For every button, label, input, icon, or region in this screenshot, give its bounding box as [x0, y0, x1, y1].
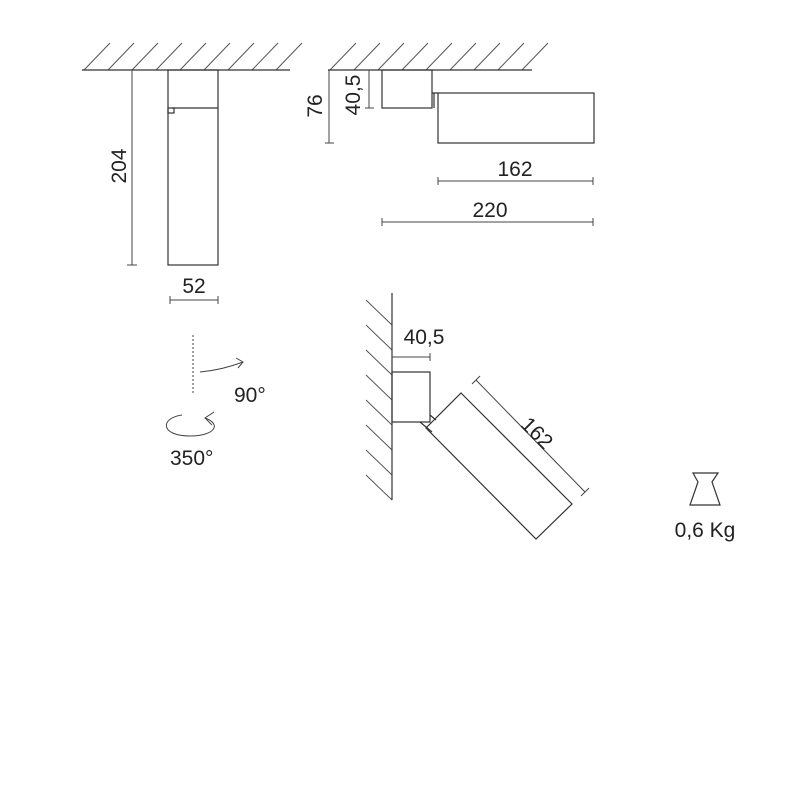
weight-info: 0,6 Kg	[675, 472, 736, 542]
dimension-tick	[471, 375, 481, 385]
adapter	[432, 92, 438, 108]
front-view: 204 52	[82, 42, 303, 304]
mount-base	[381, 69, 433, 109]
hatch-line	[497, 42, 525, 71]
weight-label: 0,6 Kg	[675, 519, 736, 542]
lamp-body	[167, 69, 219, 266]
hatch-line	[83, 42, 111, 71]
weight-icon	[689, 472, 721, 506]
hatch-line	[401, 42, 429, 71]
ceiling-hatch	[329, 42, 549, 71]
dimension-40-5: 40,5	[404, 326, 445, 349]
tilt-label: 90°	[234, 384, 266, 407]
lamp-body	[425, 392, 573, 540]
hatch-line	[227, 42, 255, 71]
hatch-line	[365, 324, 393, 351]
hatch-line	[365, 399, 393, 426]
side-view: 76 40,5 162 220	[304, 42, 595, 226]
rotation-indicators: 90° 350°	[165, 335, 266, 470]
dimension-162: 162	[497, 158, 532, 181]
dimension-220: 220	[472, 199, 507, 222]
dimension-52: 52	[182, 275, 205, 298]
tilt-arrow-icon	[199, 357, 244, 373]
dimension-204: 204	[108, 148, 131, 183]
hatch-line	[473, 42, 501, 71]
hatch-line	[365, 299, 393, 326]
dimension-162: 162	[516, 413, 557, 454]
hatch-line	[155, 42, 183, 71]
hatch-line	[365, 374, 393, 401]
hatch-line	[275, 42, 303, 71]
hatch-line	[425, 42, 453, 71]
hatch-line	[251, 42, 279, 71]
hatch-line	[521, 42, 549, 71]
hatch-line	[365, 349, 393, 376]
hatch-line	[449, 42, 477, 71]
hatch-line	[377, 42, 405, 71]
ceiling-hatch	[83, 42, 303, 71]
pan-rotation-arrow-icon	[165, 411, 215, 437]
hatch-line	[329, 42, 357, 71]
adapter	[419, 414, 437, 433]
hatch-line	[365, 449, 393, 476]
lamp-body	[437, 92, 595, 144]
wall-hatch	[365, 299, 393, 501]
mount-base	[391, 371, 431, 423]
wall-view: 40,5 162	[365, 293, 590, 540]
dimension-76: 76	[304, 94, 327, 117]
hatch-line	[131, 42, 159, 71]
hatch-line	[365, 474, 393, 501]
dimension-tick	[580, 487, 590, 497]
hatch-line	[107, 42, 135, 71]
hatch-line	[365, 424, 393, 451]
hatch-line	[353, 42, 381, 71]
pan-label: 350°	[170, 447, 213, 470]
hatch-line	[179, 42, 207, 71]
dimension-40-5: 40,5	[342, 75, 365, 116]
hatch-line	[203, 42, 231, 71]
dimension-line-162	[475, 379, 586, 493]
adapter-notch	[167, 107, 175, 114]
